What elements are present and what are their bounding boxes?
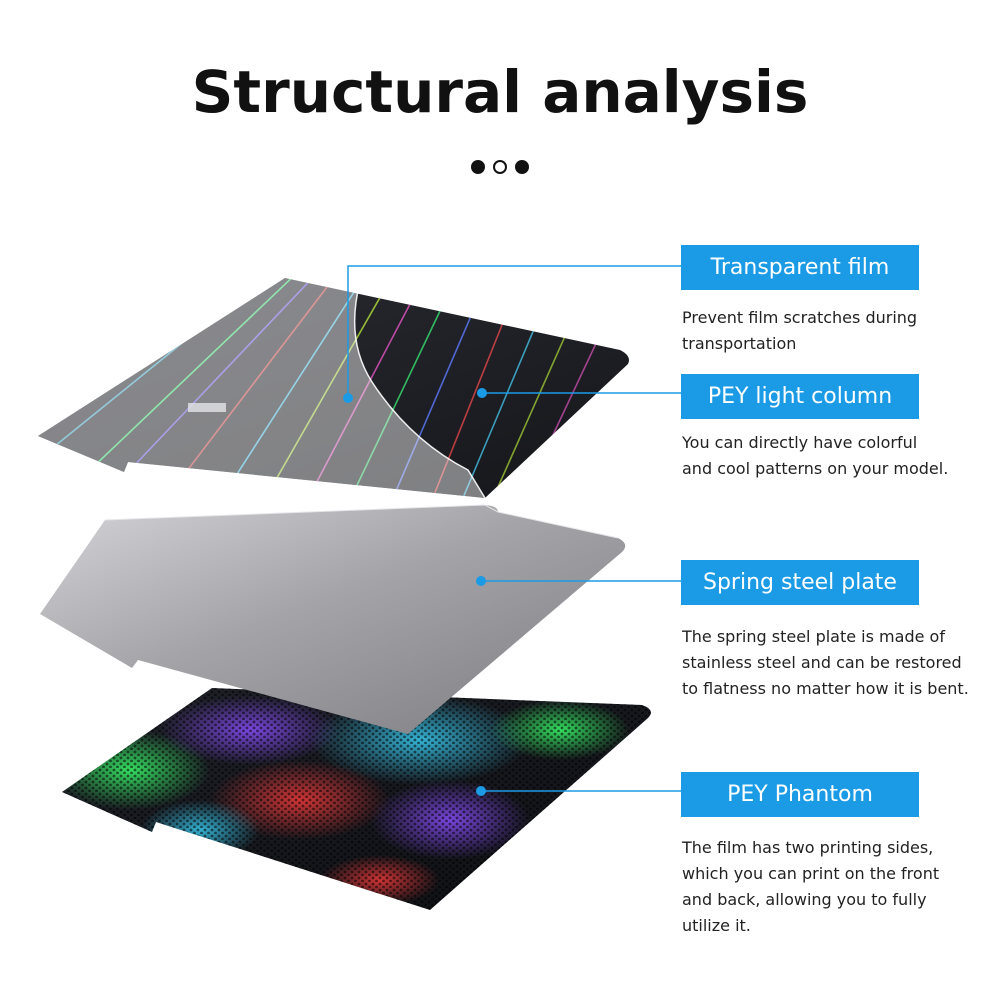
pager-dot-2[interactable]: [493, 160, 507, 174]
desc-transparent-film: Prevent film scratches during transporta…: [682, 308, 918, 353]
marker-pey-phantom: [476, 786, 486, 796]
marker-spring-steel-plate: [476, 576, 486, 586]
desc-spring-steel-plate: The spring steel plate is made of stainl…: [682, 627, 969, 698]
label-spring-steel-plate: Spring steel plate: [681, 560, 919, 605]
spring-steel-plate: [40, 504, 626, 734]
leader-markers: [343, 388, 487, 796]
desc-pey-phantom: The film has two printing sides, which y…: [682, 838, 940, 935]
desc-pey-light-column: You can directly have colorful and cool …: [682, 433, 949, 478]
pager-dots: [0, 160, 1000, 174]
pager-dot-1[interactable]: [471, 160, 485, 174]
page-title: Structural analysis: [191, 58, 809, 126]
label-transparent-film: Transparent film: [681, 245, 919, 290]
marker-pey-light-column: [477, 388, 487, 398]
marker-transparent-film: [343, 393, 353, 403]
label-pey-light-column: PEY light column: [681, 374, 919, 419]
label-pey-phantom: PEY Phantom: [681, 772, 919, 817]
pager-dot-3[interactable]: [515, 160, 529, 174]
pey-light-column-plate: [38, 278, 629, 498]
transparent-film: [38, 278, 486, 499]
leader-transparent-film: [347, 265, 684, 398]
leader-lines: [347, 265, 684, 792]
